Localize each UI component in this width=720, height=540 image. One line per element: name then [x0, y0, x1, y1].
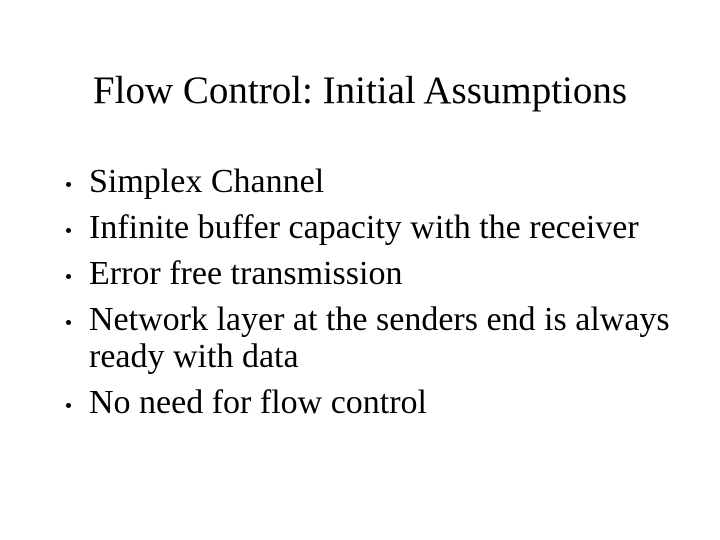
bullet-dot-icon	[66, 274, 71, 279]
bullet-item: Infinite buffer capacity with the receiv…	[60, 209, 700, 246]
bullet-text: Network layer at the senders end is alwa…	[89, 301, 670, 375]
bullet-list: Simplex Channel Infinite buffer capacity…	[60, 163, 700, 421]
bullet-dot-icon	[66, 182, 71, 187]
bullet-item: Network layer at the senders end is alwa…	[60, 301, 700, 375]
bullet-text: Simplex Channel	[89, 163, 325, 200]
bullet-text: Error free transmission	[89, 255, 403, 292]
bullet-text: Infinite buffer capacity with the receiv…	[89, 209, 639, 246]
bullet-dot-icon	[66, 320, 71, 325]
bullet-item: No need for flow control	[60, 384, 700, 421]
bullet-text: No need for flow control	[89, 384, 428, 421]
bullet-item: Simplex Channel	[60, 163, 700, 200]
bullet-item: Error free transmission	[60, 255, 700, 292]
bullet-dot-icon	[66, 403, 71, 408]
bullet-dot-icon	[66, 228, 71, 233]
slide-title: Flow Control: Initial Assumptions	[92, 69, 628, 112]
